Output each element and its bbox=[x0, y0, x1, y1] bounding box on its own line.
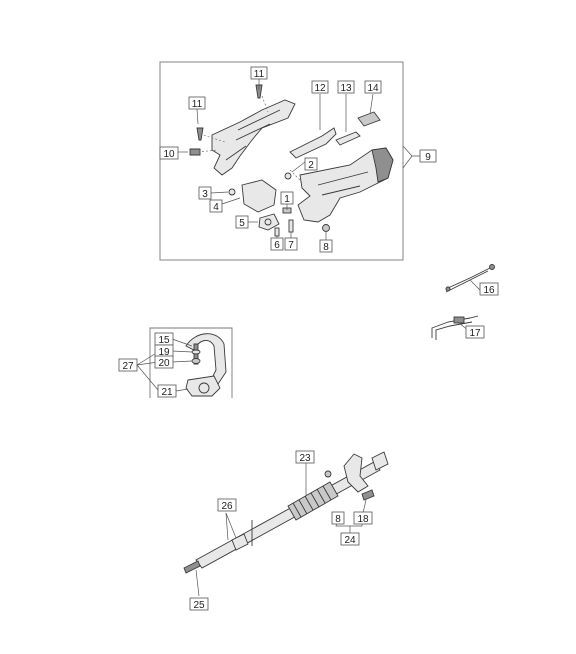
callout-8-top: 8 bbox=[319, 239, 333, 253]
callout-9: 9 bbox=[419, 149, 437, 163]
spring-2 bbox=[284, 172, 292, 180]
pin-6 bbox=[274, 227, 280, 237]
svg-text:11: 11 bbox=[192, 99, 203, 110]
callout-20: 20 bbox=[154, 355, 174, 369]
handle-assembly-group: 11 11 10 12 13 14 2 3 4 1 5 6 7 8 9 bbox=[159, 61, 437, 261]
bolt-18 bbox=[361, 489, 375, 501]
screw-10 bbox=[189, 148, 201, 156]
throttle-lockout bbox=[335, 131, 361, 146]
svg-text:20: 20 bbox=[158, 358, 170, 369]
svg-text:25: 25 bbox=[193, 600, 205, 611]
callout-10: 10 bbox=[159, 146, 179, 160]
handle-mount-clamp bbox=[343, 453, 369, 493]
svg-text:4: 4 bbox=[213, 202, 219, 213]
tube-sleeve bbox=[287, 481, 339, 521]
nut-20 bbox=[191, 358, 201, 364]
svg-text:17: 17 bbox=[469, 328, 481, 339]
loop-handle-group: 15 19 20 21 27 bbox=[118, 327, 233, 398]
stop-switch-cover bbox=[357, 111, 381, 127]
handle-assembly-frame bbox=[159, 61, 404, 261]
svg-text:8: 8 bbox=[323, 242, 329, 253]
engine-coupling bbox=[371, 451, 389, 471]
svg-text:23: 23 bbox=[299, 453, 311, 464]
svg-text:27: 27 bbox=[122, 361, 134, 372]
callout-25: 25 bbox=[189, 597, 209, 611]
left-handle-half bbox=[211, 99, 296, 176]
callout-12: 12 bbox=[311, 80, 329, 94]
callout-17: 17 bbox=[465, 325, 485, 339]
svg-text:10: 10 bbox=[163, 149, 175, 160]
svg-text:26: 26 bbox=[221, 501, 233, 512]
nut-8-bottom bbox=[324, 470, 332, 478]
svg-text:14: 14 bbox=[367, 83, 379, 94]
handle-grip-insert bbox=[371, 147, 394, 183]
svg-text:13: 13 bbox=[340, 83, 352, 94]
cable-clip bbox=[258, 213, 280, 231]
loop-handle-clamp bbox=[185, 375, 221, 397]
svg-text:16: 16 bbox=[483, 285, 495, 296]
svg-text:11: 11 bbox=[254, 69, 265, 80]
callout-4: 4 bbox=[209, 199, 223, 213]
handle-clamp bbox=[241, 179, 277, 213]
callout-1: 1 bbox=[280, 191, 294, 205]
callout-6: 6 bbox=[270, 237, 284, 251]
callout-11-top: 11 bbox=[250, 66, 268, 80]
svg-text:24: 24 bbox=[344, 535, 356, 546]
loop-handle bbox=[185, 333, 227, 385]
callout-5: 5 bbox=[235, 215, 249, 229]
callout-21: 21 bbox=[157, 384, 177, 398]
svg-text:1: 1 bbox=[284, 194, 290, 205]
callout-26: 26 bbox=[217, 498, 237, 512]
callout-2: 2 bbox=[304, 157, 318, 171]
callout-23: 23 bbox=[295, 450, 315, 464]
callout-15: 15 bbox=[154, 332, 174, 346]
washer-19 bbox=[191, 349, 201, 355]
callout-13: 13 bbox=[337, 80, 355, 94]
callout-8-bottom: 8 bbox=[331, 511, 345, 525]
svg-text:21: 21 bbox=[161, 387, 173, 398]
svg-text:3: 3 bbox=[202, 189, 208, 200]
svg-text:9: 9 bbox=[425, 152, 431, 163]
screw-11-top bbox=[255, 84, 263, 99]
callout-7: 7 bbox=[284, 237, 298, 251]
nut-8-top bbox=[322, 224, 330, 232]
svg-text:18: 18 bbox=[357, 514, 369, 525]
throttle-cable-16: 16 bbox=[445, 264, 499, 296]
svg-text:5: 5 bbox=[239, 218, 245, 229]
svg-text:15: 15 bbox=[158, 335, 170, 346]
callout-16: 16 bbox=[479, 282, 499, 296]
spring-3 bbox=[228, 188, 236, 196]
drive-shaft-end bbox=[183, 560, 201, 574]
svg-text:8: 8 bbox=[335, 514, 341, 525]
svg-text:12: 12 bbox=[314, 83, 326, 94]
callout-27: 27 bbox=[118, 358, 138, 372]
callout-24: 24 bbox=[340, 532, 360, 546]
svg-text:2: 2 bbox=[308, 160, 314, 171]
svg-text:7: 7 bbox=[288, 240, 294, 251]
svg-text:19: 19 bbox=[158, 347, 170, 358]
callout-11-left: 11 bbox=[188, 96, 206, 110]
stop-wire-17: 17 bbox=[431, 315, 485, 340]
svg-text:6: 6 bbox=[274, 240, 280, 251]
callout-3: 3 bbox=[198, 186, 212, 200]
drive-shaft-group: 23 26 25 8 18 24 bbox=[183, 450, 389, 611]
callout-14: 14 bbox=[364, 80, 382, 94]
throttle-trigger bbox=[289, 127, 337, 159]
pin-7 bbox=[288, 219, 294, 233]
callout-18: 18 bbox=[353, 511, 373, 525]
